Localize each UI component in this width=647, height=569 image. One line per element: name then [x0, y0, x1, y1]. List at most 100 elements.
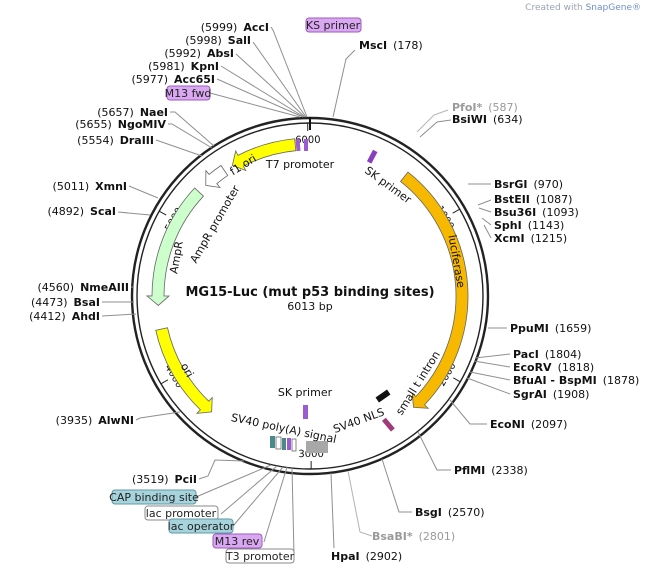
site-xmni: (5011)XmnI [53, 180, 127, 193]
lead-xmni [128, 185, 159, 199]
tag-m13-fwd-text: M13 fwd [165, 87, 212, 100]
site-bsabi: BsaBI*(2801) [372, 530, 455, 543]
lead-ecorv [473, 360, 511, 368]
label-ampr: AmpR [167, 240, 186, 275]
watermark-prefix: Created with [525, 3, 586, 13]
feature-arrow-ampr-promoter [205, 164, 229, 189]
site-hpai: HpaI(2902) [331, 550, 402, 563]
lead-naei [170, 111, 215, 147]
site-sphi: SphI(1143) [494, 219, 564, 232]
site-acci: (5999)AccI [201, 21, 269, 34]
tag-lac-operator-box [168, 518, 234, 534]
sk-primer-top-mark [366, 149, 378, 164]
lead-mscI [332, 49, 356, 118]
feature-arrow-luciferase [399, 171, 469, 409]
tag-m13-rev-box [212, 533, 263, 549]
tag-m13-fwd-box [166, 85, 211, 101]
tag-ks-primer: KS primer [305, 17, 362, 33]
lead-ngomiv [168, 123, 213, 149]
label-sk-primer-bottom: SK primer [278, 386, 333, 399]
tag-lac-promoter-text: lac promoter [146, 507, 217, 520]
site-bfuai-bspmi: BfuAI - BspMI(1878) [513, 374, 639, 387]
lead-hpai [330, 472, 335, 549]
lead-m13fwd [209, 92, 301, 118]
site-xcmi: XcmI(1215) [494, 232, 567, 245]
lead-acci [270, 26, 308, 118]
lac-promoter-mark [275, 436, 282, 450]
site-draiii: (5554)DraIII [77, 134, 154, 147]
tag-m13-rev: M13 rev [212, 533, 263, 549]
lead-cap [195, 464, 272, 498]
site-bsai: (4473)BsaI [31, 296, 100, 309]
feature-arrows [145, 138, 469, 414]
sk-primer-bottom-mark [303, 405, 308, 419]
lac-operator-mark [282, 438, 286, 450]
tag-t3-promoter-box [225, 548, 295, 564]
lead-bsiwi [419, 119, 452, 138]
site-bsteii: BstEII(1087) [494, 193, 572, 206]
lead-lacop [232, 466, 284, 527]
plasmid-name: MG15-Luc (mut p53 binding sites) [185, 285, 434, 300]
t7-promoter-mark [295, 138, 301, 152]
tag-ks-primer-box [305, 17, 362, 33]
site-pflmi: PflMI(2338) [454, 464, 528, 477]
site-econi: EcoNI(2097) [490, 418, 567, 431]
tick-label-3000: 3000 [298, 449, 324, 460]
tag-lac-operator: lac operator [168, 518, 235, 534]
tick-4000 [160, 379, 169, 385]
tag-t3-promoter: T3 promoter [225, 548, 295, 564]
lead-sphi [481, 217, 492, 226]
site-bsgi: BsgI(2570) [415, 506, 484, 519]
site-mscI: MscI(178) [359, 39, 423, 52]
label-t7-promoter: T7 promoter [265, 158, 335, 171]
site-absi: (5992)AbsI [164, 47, 234, 60]
lead-bfuai [469, 371, 511, 381]
small-features [270, 117, 395, 453]
site-bsiwi: BsiWI(634) [452, 113, 523, 126]
site-kpni: (5981)KpnI [148, 60, 219, 73]
lead-sali [252, 41, 307, 118]
site-pfoI: PfoI*(587) [452, 101, 518, 114]
lead-acc65i [216, 78, 304, 118]
site-sali: (5998)SalI [185, 34, 251, 47]
tag-lac-promoter: lac promoter [144, 505, 219, 521]
tag-cap-binding-site: CAP binding site [109, 489, 199, 505]
sv40-nls-mark [381, 417, 395, 432]
site-ahdi: (4412)AhdI [29, 310, 100, 323]
boxed-tags: KS primer M13 fwd CAP binding site lac p… [109, 17, 362, 564]
tick-1000 [452, 208, 460, 214]
small-t-intron-mark [375, 389, 391, 403]
site-paci: PacI(1804) [513, 348, 581, 361]
label-sv40-nls: SV40 NLS [332, 405, 387, 435]
lead-scai [117, 211, 151, 216]
lead-kpni [220, 65, 305, 118]
site-sgrai: SgrAI(1908) [513, 388, 589, 401]
lead-absi [235, 53, 306, 118]
tag-lac-operator-text: lac operator [168, 520, 235, 533]
snapgene-watermark: Created with SnapGene® [525, 3, 641, 13]
lead-pcii [198, 459, 245, 480]
lead-bsabi [347, 470, 373, 537]
plasmid-size: 6013 bp [287, 300, 332, 313]
label-ori: ori [178, 361, 196, 380]
lead-lacprom [220, 465, 278, 515]
lead-pflmi [417, 431, 451, 471]
lead-draiii [155, 139, 203, 157]
site-nmeaiii: (4560)NmeAIII [38, 281, 130, 294]
lead-ahdi [101, 313, 137, 317]
site-alwni: (3935)AlwNI [56, 414, 134, 427]
tick-2000 [453, 377, 461, 383]
lead-sgrai [466, 377, 511, 395]
sv40-polya-mark [306, 441, 328, 453]
ks-primer-mark [304, 139, 308, 151]
cap-site-mark [270, 436, 275, 448]
leader-lines [101, 26, 511, 557]
tag-m13-fwd: M13 fwd [165, 85, 212, 101]
site-bsu36i: Bsu36I(1093) [494, 206, 579, 219]
lead-m13rev [263, 466, 288, 543]
site-acc65i: (5977)Acc65I [131, 73, 215, 86]
lead-t3 [291, 466, 295, 557]
m13-rev-mark [287, 438, 291, 450]
tag-cap-text: CAP binding site [109, 491, 199, 504]
